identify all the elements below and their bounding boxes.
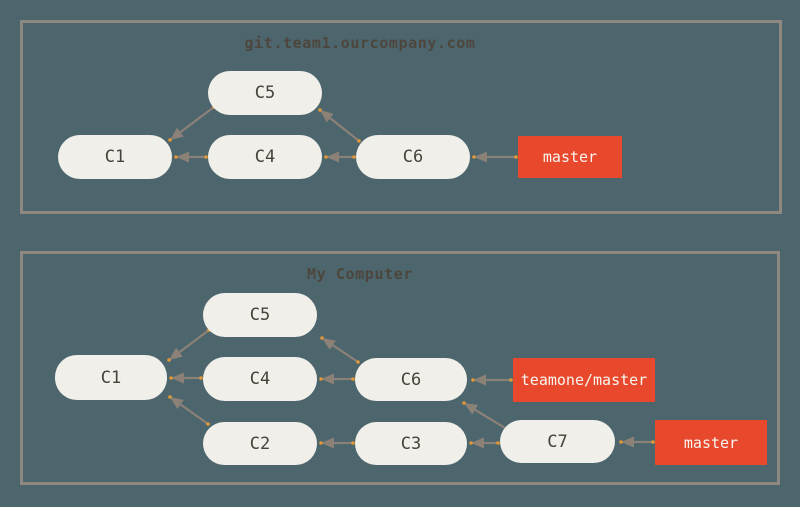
commit-node-remote-c5: C5 xyxy=(208,71,322,115)
commit-node-local-c2: C2 xyxy=(203,422,317,465)
remote-repo-box xyxy=(20,20,782,214)
remote-repo-title: git.team1.ourcompany.com xyxy=(244,34,476,52)
commit-node-local-c6: C6 xyxy=(355,358,467,401)
local-repo-title: My Computer xyxy=(307,265,413,283)
local-repo-box xyxy=(20,251,780,485)
commit-node-remote-c4: C4 xyxy=(208,135,322,179)
branch-label-remote-master: master xyxy=(518,136,622,178)
branch-label-local-master: master xyxy=(655,420,767,465)
commit-node-remote-c1: C1 xyxy=(58,135,172,179)
commit-node-local-c1: C1 xyxy=(55,355,167,400)
commit-node-local-c4: C4 xyxy=(203,357,317,401)
branch-label-local-teamone-master: teamone/master xyxy=(513,358,655,402)
commit-node-local-c7: C7 xyxy=(500,420,615,463)
commit-node-remote-c6: C6 xyxy=(356,135,470,179)
commit-node-local-c5: C5 xyxy=(203,293,317,337)
commit-node-local-c3: C3 xyxy=(355,422,467,465)
